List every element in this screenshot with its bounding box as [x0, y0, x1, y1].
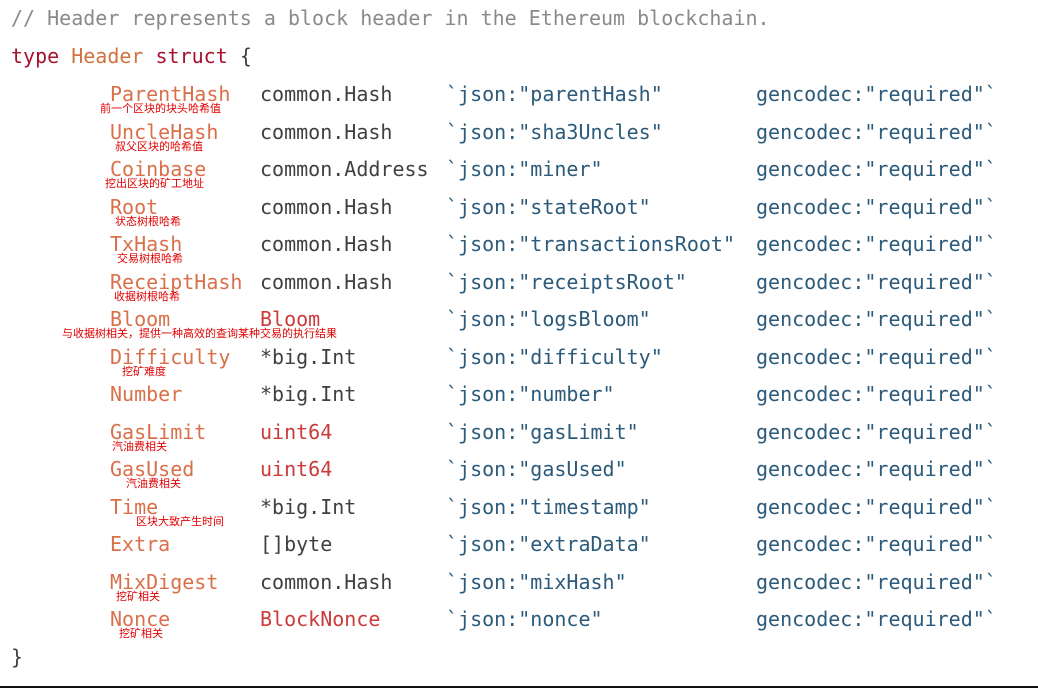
field-annotation: 交易树根哈希 [117, 252, 183, 265]
field-type: uint64 [260, 419, 333, 444]
field-gencodec-tag: gencodec:"required"` [756, 419, 997, 444]
field-gencodec-tag: gencodec:"required"` [756, 82, 997, 106]
field-row: Bloom Bloom `json:"logsBloom" gencodec:"req… [0, 307, 1038, 345]
field-name: GasUsed [110, 457, 195, 481]
field-name: Root [110, 194, 159, 219]
field-row: Nonce BlockNonce `json:"nonce" gencodec:"re… [0, 607, 1038, 645]
field-json-tag: `json:"logsBloom" [446, 307, 651, 331]
field-type: common.Hash [260, 269, 393, 294]
field-annotation: 前一个区块的块头哈希值 [100, 102, 221, 115]
field-name: GasLimit [110, 419, 207, 444]
field-annotation: 汽油费相关 [126, 477, 181, 490]
field-json-tag: `json:"receiptsRoot" [446, 269, 687, 294]
field-name: Coinbase [110, 157, 207, 181]
field-name: UncleHash [110, 119, 219, 144]
field-row: GasUsed uint64 `json:"gasUsed" gencodec:"re… [0, 457, 1038, 495]
code-comment: // Header represents a block header in t… [11, 6, 770, 30]
field-annotation: 状态树根哈希 [115, 214, 181, 228]
field-type: Bloom [260, 307, 321, 331]
field-type: *big.Int [260, 344, 357, 369]
field-type: *big.Int [260, 382, 357, 406]
field-name: Bloom [110, 307, 171, 331]
field-row: Time *big.Int `json:"timestamp" gencodec:"r… [0, 495, 1038, 533]
field-gencodec-tag: gencodec:"required"` [756, 569, 997, 594]
field-annotation: 区块大致产生时间 [136, 514, 224, 528]
field-row: ParentHash common.Hash `json:"parentHash" g… [0, 82, 1038, 120]
field-gencodec-tag: gencodec:"required"` [756, 344, 997, 369]
field-json-tag: `json:"mixHash" [446, 569, 627, 594]
field-type: common.Hash [260, 569, 393, 594]
close-brace: } [11, 645, 24, 669]
field-type: common.Hash [260, 194, 393, 219]
field-annotation: 挖矿相关 [119, 627, 163, 640]
field-row: GasLimit uint64 `json:"gasLimit" gencodec:"… [0, 420, 1038, 458]
field-name: MixDigest [110, 569, 219, 594]
bottom-divider [0, 686, 1038, 688]
field-annotation: 挖出区块的矿工地址 [105, 177, 204, 190]
field-json-tag: `json:"gasUsed" [446, 457, 627, 481]
field-name: ReceiptHash [110, 269, 243, 294]
field-gencodec-tag: gencodec:"required"` [756, 232, 997, 256]
field-json-tag: `json:"gasLimit" [446, 419, 639, 444]
field-name: Nonce [110, 607, 171, 631]
field-json-tag: `json:"parentHash" [446, 82, 663, 106]
field-type: []byte [260, 532, 333, 556]
field-annotation: 挖矿相关 [116, 589, 160, 603]
field-gencodec-tag: gencodec:"required"` [756, 194, 997, 219]
field-row: ReceiptHash common.Hash `json:"receiptsRoo… [0, 270, 1038, 308]
field-json-tag: `json:"miner" [446, 157, 603, 181]
field-gencodec-tag: gencodec:"required"` [756, 607, 997, 631]
field-json-tag: `json:"transactionsRoot" [446, 232, 735, 256]
field-row: Extra []byte `json:"extraData" gencodec:"re… [0, 532, 1038, 570]
field-gencodec-tag: gencodec:"required"` [756, 532, 997, 556]
field-annotation: 与收据树相关，提供一种高效的查询某种交易的执行结果 [62, 327, 337, 340]
field-json-tag: `json:"timestamp" [446, 494, 651, 519]
field-annotation: 汽油费相关 [112, 439, 167, 453]
field-type: common.Hash [260, 82, 393, 106]
field-json-tag: `json:"nonce" [446, 607, 603, 631]
field-type: BlockNonce [260, 607, 381, 631]
field-gencodec-tag: gencodec:"required"` [756, 382, 997, 406]
field-row: Difficulty *big.Int `json:"difficulty" genc… [0, 345, 1038, 383]
field-gencodec-tag: gencodec:"required"` [756, 269, 997, 294]
field-type: common.Hash [260, 232, 393, 256]
field-row: MixDigest common.Hash `json:"mixHash" genco… [0, 570, 1038, 608]
field-row: Number *big.Int `json:"number" gencodec:"re… [0, 382, 1038, 420]
field-name: Time [110, 494, 159, 519]
field-gencodec-tag: gencodec:"required"` [756, 307, 997, 331]
field-annotation: 叔父区块的哈希值 [115, 139, 203, 153]
field-row: TxHash common.Hash `json:"transactionsRoot… [0, 232, 1038, 270]
field-name: Extra [110, 532, 171, 556]
field-type: uint64 [260, 457, 333, 481]
field-json-tag: `json:"number" [446, 382, 615, 406]
type-keyword: type [11, 44, 60, 68]
struct-keyword: struct [155, 44, 228, 68]
field-gencodec-tag: gencodec:"required"` [756, 494, 997, 519]
field-annotation: 挖矿难度 [122, 364, 166, 378]
struct-declaration: type Header struct { [11, 44, 252, 68]
field-name: Number [110, 382, 183, 406]
struct-name: Header [71, 44, 144, 68]
field-name: ParentHash [110, 82, 231, 106]
field-row: Coinbase common.Address `json:"miner" genco… [0, 157, 1038, 195]
field-type: common.Hash [260, 119, 393, 144]
field-json-tag: `json:"extraData" [446, 532, 651, 556]
field-annotation: 收据树根哈希 [114, 289, 180, 303]
field-row: UncleHash common.Hash `json:"sha3Uncles" ge… [0, 120, 1038, 158]
field-gencodec-tag: gencodec:"required"` [756, 157, 997, 181]
field-row: Root common.Hash `json:"stateRoot" gencodec… [0, 195, 1038, 233]
field-gencodec-tag: gencodec:"required"` [756, 119, 997, 144]
field-json-tag: `json:"difficulty" [446, 344, 663, 369]
field-name: TxHash [110, 232, 183, 256]
open-brace: { [239, 44, 252, 68]
field-type: common.Address [260, 157, 429, 181]
field-json-tag: `json:"sha3Uncles" [446, 119, 663, 144]
field-json-tag: `json:"stateRoot" [446, 194, 651, 219]
field-type: *big.Int [260, 494, 357, 519]
field-gencodec-tag: gencodec:"required"` [756, 457, 997, 481]
field-name: Difficulty [110, 344, 231, 369]
